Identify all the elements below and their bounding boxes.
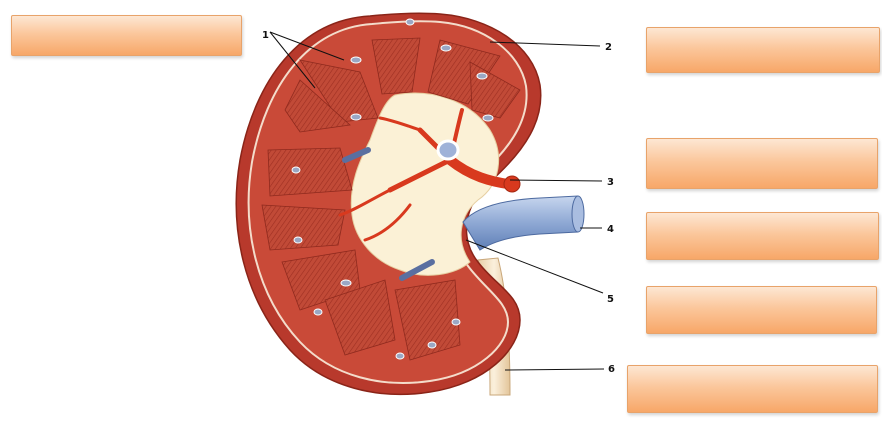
answer-box-top-left[interactable] [11,15,242,56]
label-4: 4 [607,224,614,235]
answer-box-6[interactable] [627,365,878,413]
label-5: 5 [607,294,614,305]
renal-artery-end [504,176,520,192]
renal-vein [463,196,583,250]
answer-box-5[interactable] [646,286,877,334]
answer-box-4[interactable] [646,212,879,260]
answer-box-3[interactable] [646,138,878,189]
answer-box-2[interactable] [646,27,880,73]
label-3: 3 [607,177,614,188]
label-6: 6 [608,364,615,375]
vessel-crosssection [438,141,458,159]
label-2: 2 [605,42,612,53]
label-1: 1 [262,30,269,41]
